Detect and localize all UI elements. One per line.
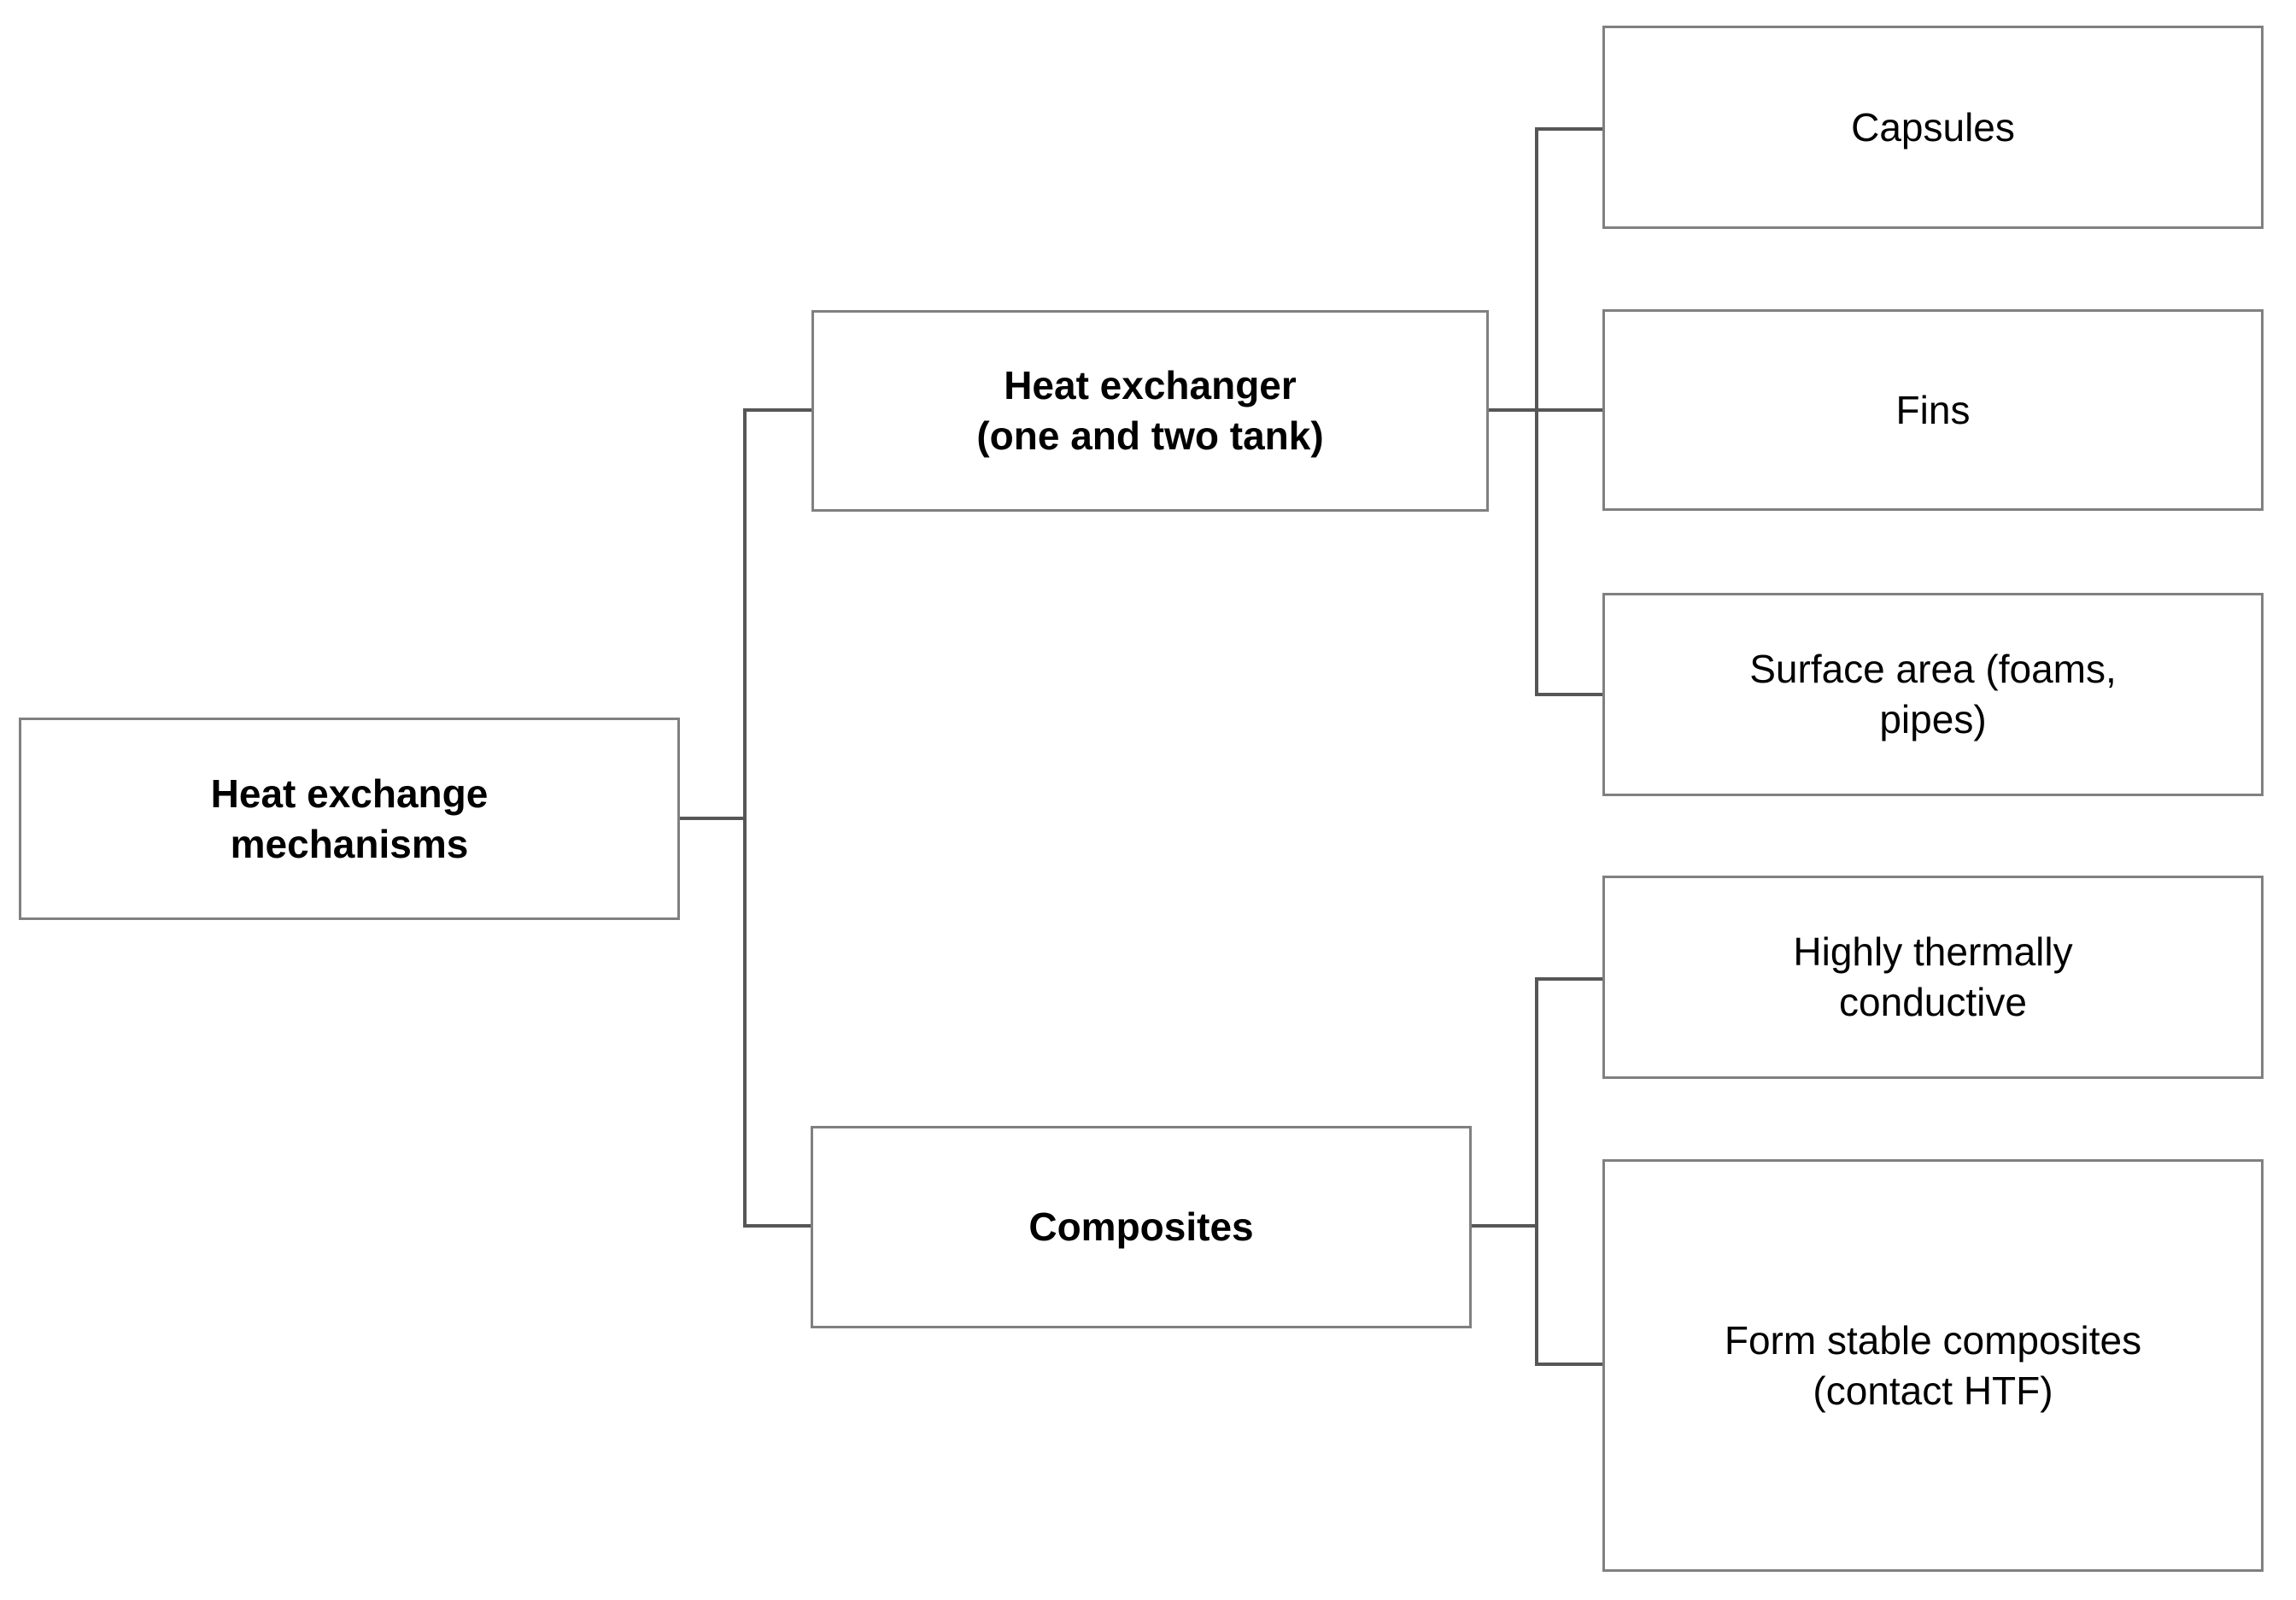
- node-fins-label: Fins: [1895, 387, 1971, 432]
- node-fins: Fins: [1602, 309, 2264, 511]
- node-composites-label: Composites: [1028, 1204, 1254, 1250]
- node-highly-thermally-conductive-label: Highly thermally conductive: [1793, 929, 2073, 1024]
- node-composites: Composites: [811, 1126, 1472, 1328]
- connector-spine-to-heat-exchanger: [743, 408, 813, 412]
- node-capsules: Capsules: [1602, 26, 2264, 229]
- connector-spine-composites: [1535, 977, 1538, 1366]
- node-surface-area-label: Surface area (foams, pipes): [1749, 647, 2117, 741]
- connector-spine-to-highly-conductive: [1535, 977, 1604, 981]
- node-heat-exchanger: Heat exchanger (one and two tank): [811, 310, 1489, 512]
- node-heat-exchange-mechanisms-label: Heat exchange mechanisms: [210, 771, 489, 866]
- connector-root-to-spine: [680, 817, 747, 820]
- connector-heat-exchanger-to-spine: [1489, 408, 1538, 412]
- node-heat-exchange-mechanisms: Heat exchange mechanisms: [19, 718, 680, 920]
- connector-spine-to-fins: [1535, 408, 1604, 412]
- connector-spine-to-form-stable-composites: [1535, 1363, 1604, 1366]
- node-surface-area: Surface area (foams, pipes): [1602, 593, 2264, 796]
- node-form-stable-composites-label: Form stable composites (contact HTF): [1724, 1317, 2142, 1413]
- connector-spine-to-composites: [743, 1224, 812, 1228]
- node-form-stable-composites: Form stable composites (contact HTF): [1602, 1159, 2264, 1572]
- node-capsules-label: Capsules: [1851, 104, 2015, 149]
- connector-spine-level1: [743, 408, 747, 1228]
- connector-spine-to-surface-area: [1535, 693, 1604, 696]
- node-highly-thermally-conductive: Highly thermally conductive: [1602, 876, 2264, 1079]
- connector-composites-to-spine: [1472, 1224, 1538, 1228]
- connector-spine-to-capsules: [1535, 127, 1604, 131]
- node-heat-exchanger-label: Heat exchanger (one and two tank): [976, 363, 1324, 458]
